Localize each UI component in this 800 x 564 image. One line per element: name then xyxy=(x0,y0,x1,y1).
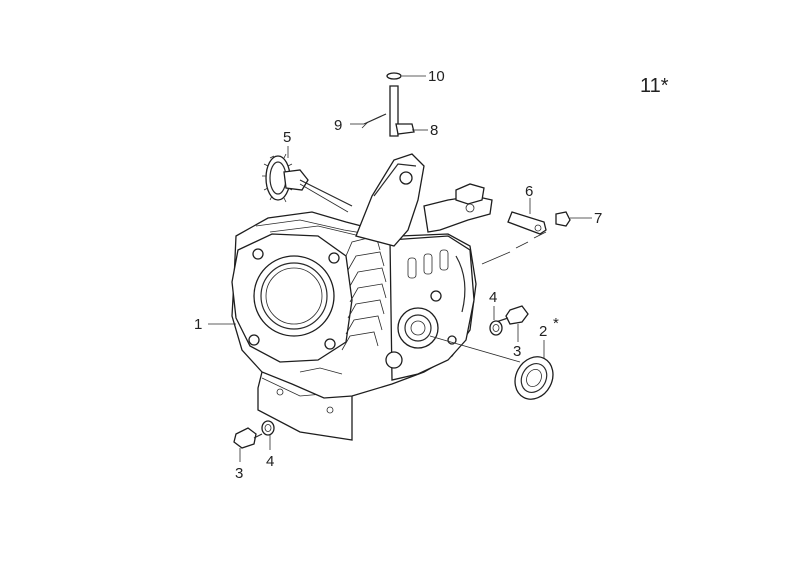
washer-right xyxy=(489,320,503,336)
washer-bottom xyxy=(261,420,275,436)
callout-3-right: 3 xyxy=(513,343,521,360)
callout-7: 7 xyxy=(594,210,602,227)
callout-4-right: 4 xyxy=(489,289,497,306)
callout-9: 9 xyxy=(334,117,342,134)
governor-lever xyxy=(481,211,571,265)
cam-gear xyxy=(262,153,353,213)
governor-bracket xyxy=(355,153,493,247)
seal-guide-line xyxy=(429,335,521,363)
leader-lines xyxy=(208,75,592,462)
callout-5: 5 xyxy=(283,129,291,146)
callout-3-bottom: 3 xyxy=(235,465,243,482)
callout-2-star: * xyxy=(553,315,559,332)
callout-6: 6 xyxy=(525,183,533,200)
note-label: 11* xyxy=(640,75,669,97)
drain-bolt-bottom xyxy=(233,427,263,449)
crankcase-body xyxy=(231,211,477,441)
callout-2: 2 xyxy=(539,323,547,340)
callout-8: 8 xyxy=(430,122,438,139)
callout-4-bottom: 4 xyxy=(266,453,274,470)
callout-1: 1 xyxy=(194,316,202,333)
callout-10: 10 xyxy=(428,68,445,85)
oil-seal xyxy=(514,356,554,400)
governor-shaft-assembly xyxy=(361,72,415,137)
drain-bolt-right xyxy=(495,305,529,325)
